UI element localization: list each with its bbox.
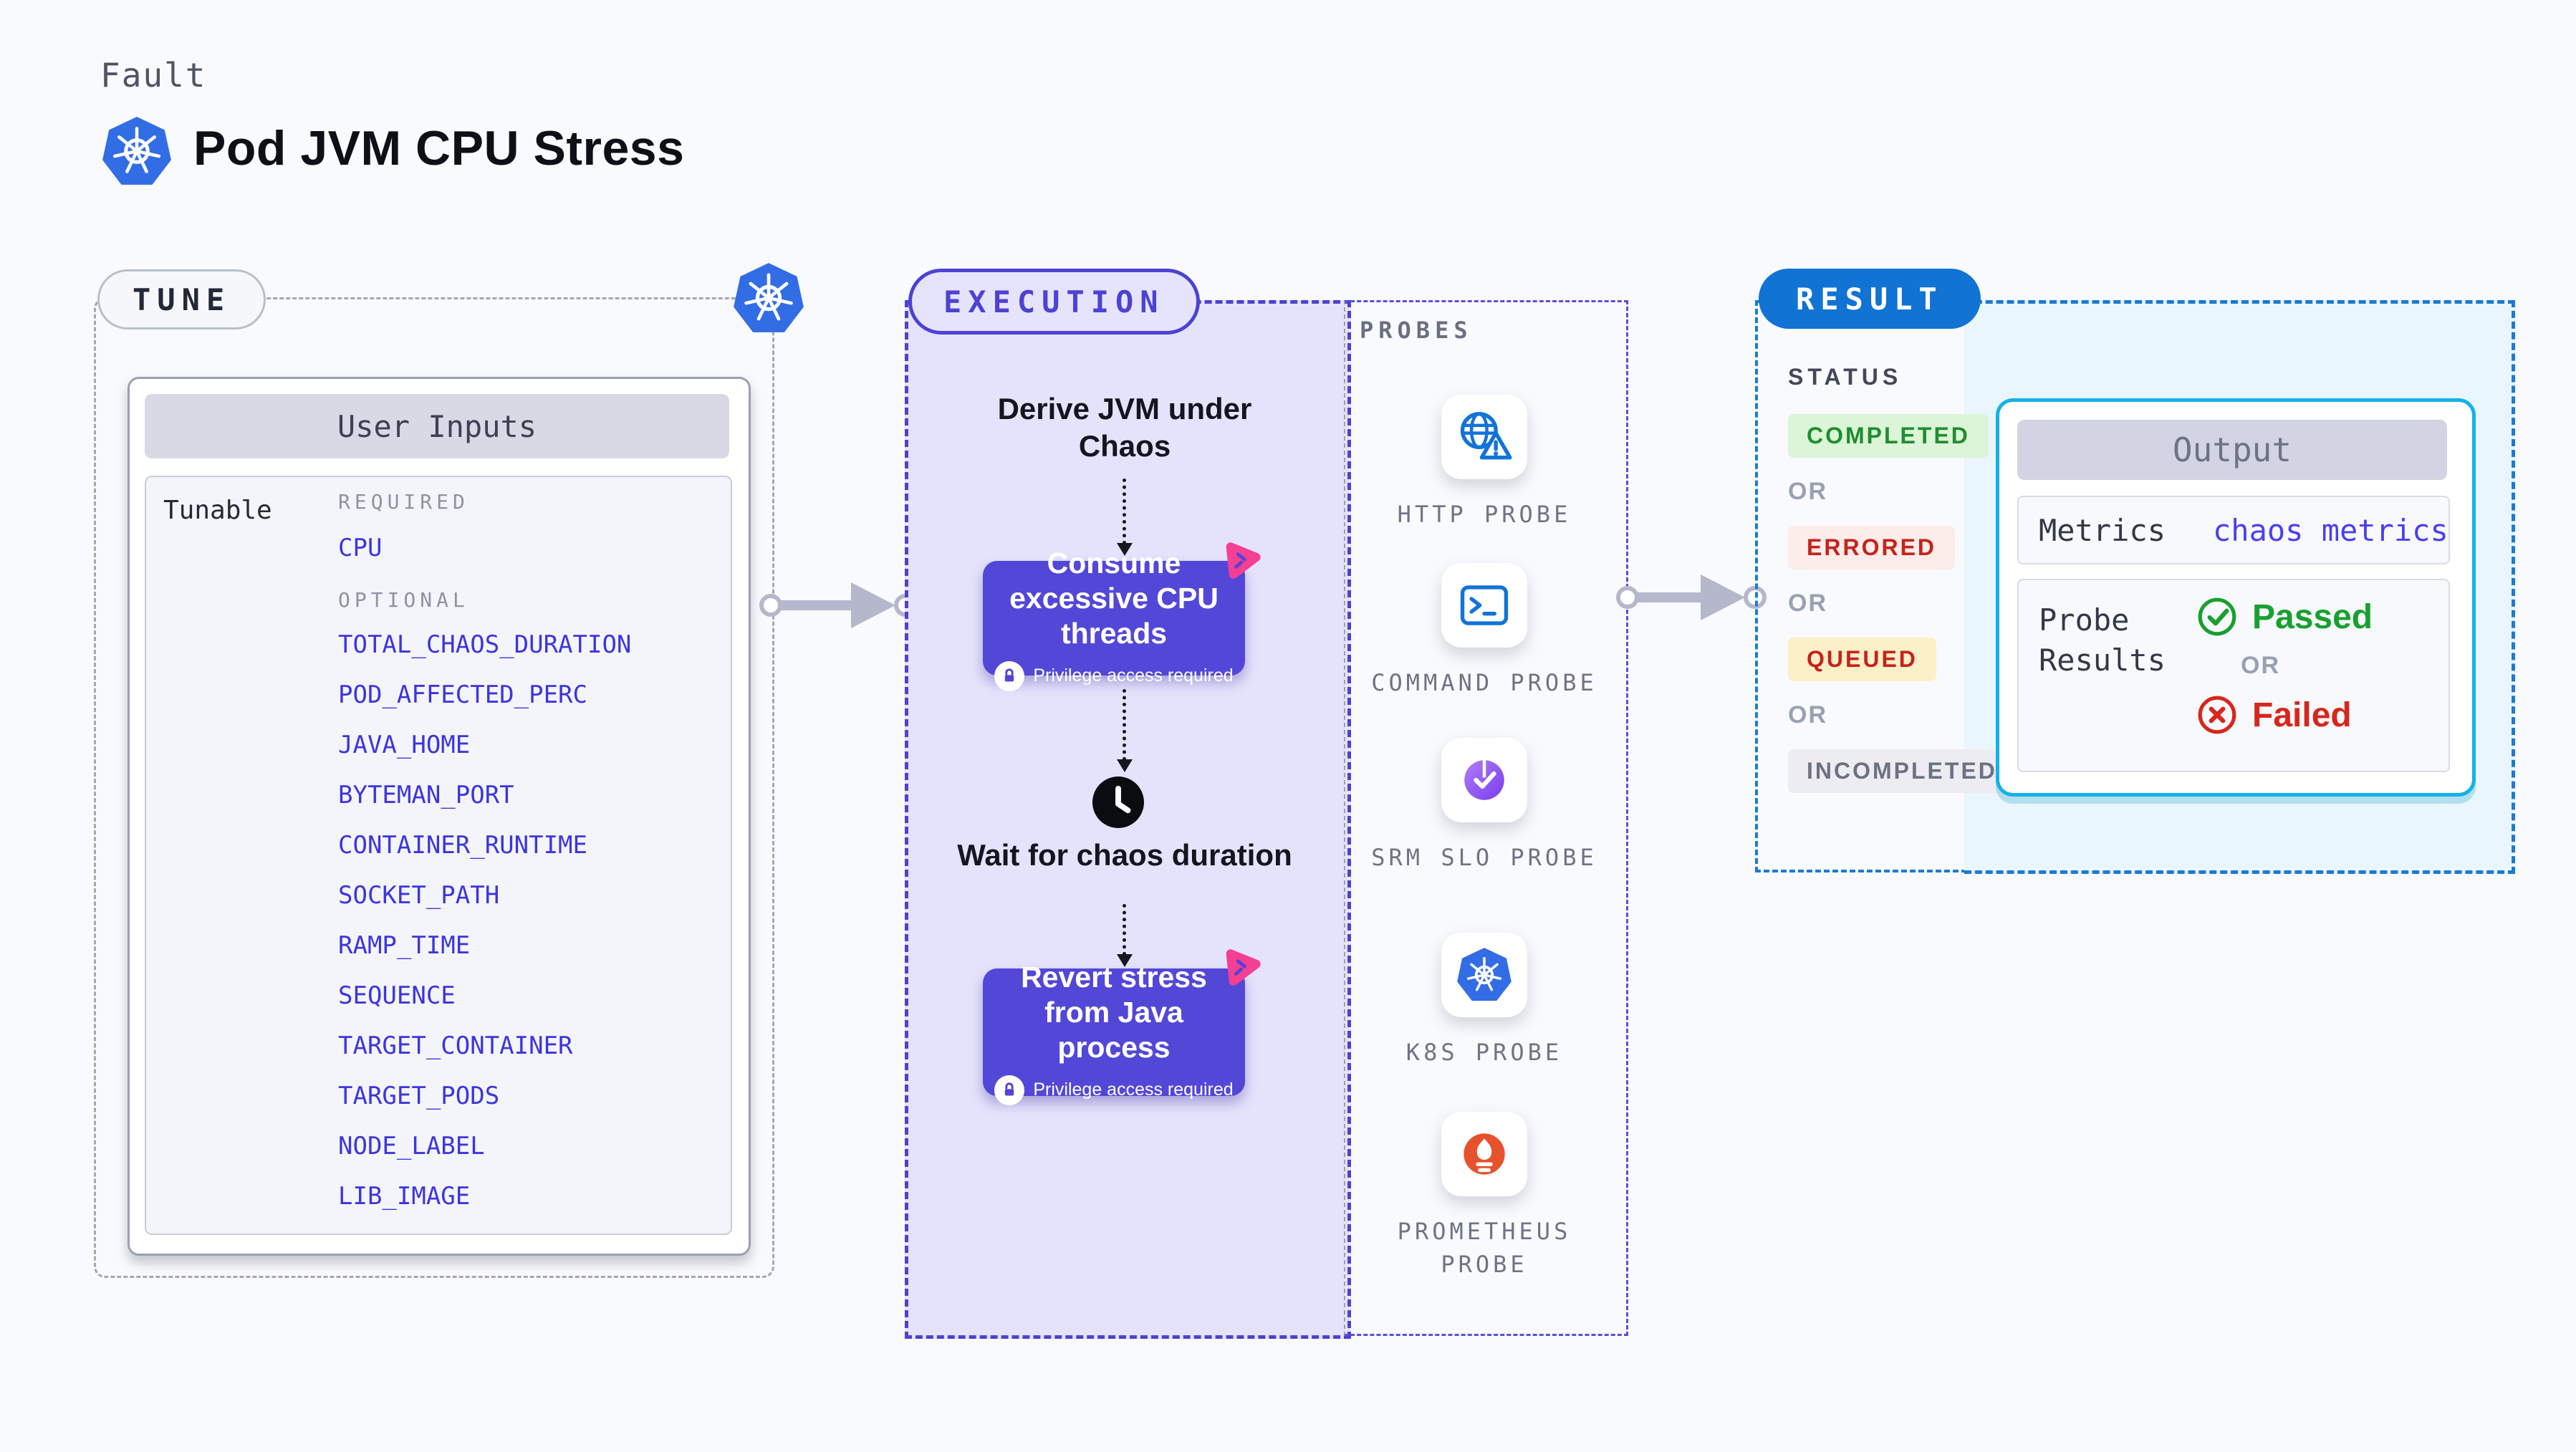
status-badge: INCOMPLETED [1788,749,2016,793]
chaos-metrics-link[interactable]: chaos metrics [2213,512,2448,548]
tunable-label: Tunable [163,496,272,525]
required-group-label: REQUIRED [338,490,469,514]
status-badge: COMPLETED [1788,414,1989,458]
parameter-list: REQUIRED CPU OPTIONAL TOTAL_CHAOS_DURATI… [338,490,725,1211]
or-label: OR [1788,701,1827,729]
or-label: OR [1788,590,1827,617]
privilege-note: Privilege access required [994,660,1234,691]
optional-parameter-list: TOTAL_CHAOS_DURATION POD_AFFECTED_PERC JAV… [338,630,725,1211]
param-link[interactable]: POD_AFFECTED_PERC [338,681,587,709]
k8s-probe-icon [1441,933,1527,1017]
probe-label: K8S PROBE [1405,1039,1563,1066]
srm-slo-probe-icon [1441,738,1527,822]
execution-badge: EXECUTION [908,269,1200,335]
probe-item[interactable]: HTTP PROBE [1344,395,1625,531]
or-label: OR [1788,478,1827,505]
command-probe-icon [1441,563,1527,648]
param-link[interactable]: TOTAL_CHAOS_DURATION [338,630,632,659]
failed-label: Failed [2252,696,2352,734]
status-list: COMPLETED OR ERRORED OR QUEUED OR INCOMPLETED [1788,414,2016,793]
litmus-pinwheel-icon [1218,540,1261,583]
consume-step-label: Consume excessive CPU threads [1009,546,1219,650]
status-badge: QUEUED [1788,638,1936,681]
probe-item[interactable]: COMMAND PROBE [1344,563,1625,699]
privilege-note-text: Privilege access required [1033,1080,1234,1100]
tune-to-execution-arrow [759,582,917,628]
execution-to-result-arrow [1616,574,1767,620]
privilege-note-text: Privilege access required [1033,665,1234,686]
param-link[interactable]: CONTAINER_RUNTIME [338,831,587,860]
param-link[interactable]: NODE_LABEL [338,1132,485,1160]
param-link[interactable]: RAMP_TIME [338,931,471,960]
probe-item[interactable]: SRM SLO PROBE [1344,738,1625,874]
dotted-arrow-down-icon [1117,689,1133,772]
probe-verdicts: Passed OR Failed [2196,596,2373,736]
metrics-row: Metrics chaos metrics [2017,496,2450,564]
status-badge: ERRORED [1788,526,1956,569]
passed-verdict: Passed [2196,596,2373,638]
param-link[interactable]: CPU [338,534,383,562]
param-link[interactable]: BYTEMAN_PORT [338,781,514,809]
probe-item[interactable]: PROMETHEUS PROBE [1344,1112,1625,1281]
output-header: Output [2017,420,2447,480]
passed-label: Passed [2252,597,2373,636]
check-circle-icon [2198,597,2236,636]
derive-step-label: Derive JVM under Chaos [997,392,1252,463]
probe-results-label: Probe Results [2039,602,2166,678]
required-parameter-list: CPU [338,534,725,562]
fault-eyebrow: Fault [100,56,207,95]
page-title: Pod JVM CPU Stress [193,121,685,176]
result-badge: RESULT [1759,269,1981,329]
revert-stress-step-card: Revert stress from Java process Privileg… [983,961,1245,1105]
x-circle-icon [2198,696,2236,734]
privilege-note: Privilege access required [994,1074,1234,1105]
probe-label: COMMAND PROBE [1371,669,1597,696]
lock-icon [994,660,1025,691]
metrics-label: Metrics [2039,512,2166,548]
probe-results-row: Probe Results Passed OR Failed [2017,579,2450,772]
revert-step-label: Revert stress from Java process [1021,960,1207,1064]
consume-cpu-step-card: Consume excessive CPU threads Privilege … [983,547,1245,691]
param-link[interactable]: TARGET_CONTAINER [338,1032,573,1060]
param-link[interactable]: SEQUENCE [338,981,456,1010]
wait-step-label: Wait for chaos duration [957,838,1292,872]
or-label: OR [2241,652,2280,679]
user-inputs-panel [145,476,732,1235]
lock-icon [994,1074,1025,1105]
user-inputs-header: User Inputs [145,394,729,458]
param-link[interactable]: JAVA_HOME [338,731,471,759]
optional-group-label: OPTIONAL [338,588,469,612]
probe-label: PROMETHEUS PROBE [1397,1218,1572,1278]
probes-section-box [1344,300,1628,1336]
kubernetes-icon [731,259,806,337]
probe-label: SRM SLO PROBE [1371,844,1597,871]
param-link[interactable]: TARGET_PODS [338,1082,500,1110]
kubernetes-logo-icon [100,113,173,189]
probe-label: HTTP PROBE [1397,501,1572,528]
tune-section-box [94,297,774,1278]
failed-verdict: Failed [2196,694,2373,736]
dotted-arrow-down-icon [1117,479,1133,556]
status-label: STATUS [1788,364,1903,390]
probes-label: PROBES [1360,317,1473,344]
dotted-arrow-down-icon [1117,904,1133,967]
prometheus-probe-icon [1441,1112,1527,1196]
probe-item[interactable]: K8S PROBE [1344,933,1625,1069]
litmus-pinwheel-icon [1218,947,1261,990]
param-link[interactable]: SOCKET_PATH [338,881,500,910]
http-probe-icon [1441,395,1527,479]
param-link[interactable]: LIB_IMAGE [338,1182,471,1211]
clock-icon [1092,777,1144,828]
tune-badge: TUNE [97,269,266,330]
